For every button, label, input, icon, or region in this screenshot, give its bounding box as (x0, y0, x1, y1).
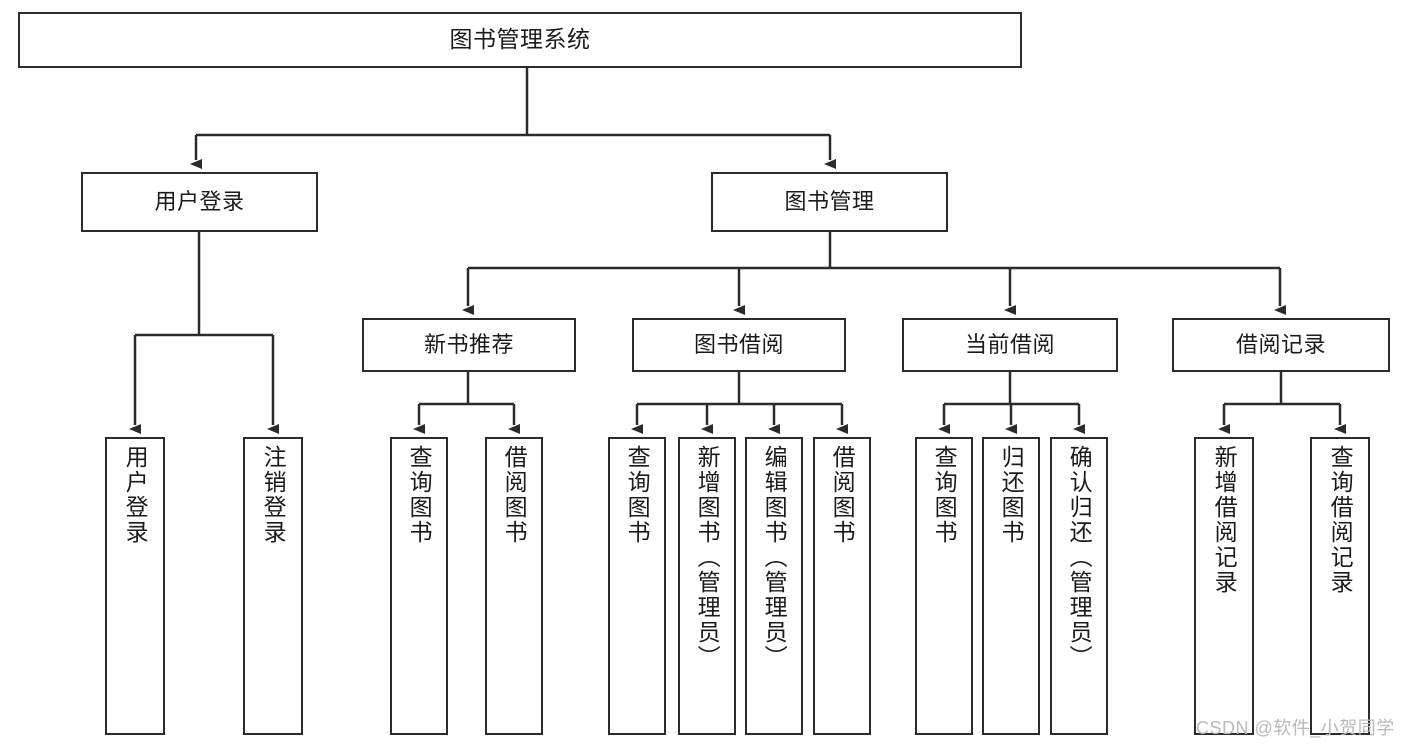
node-book-manage-label: 图书管理 (784, 189, 875, 215)
leaf-edit-book[interactable]: 编辑图书（管理员） (745, 437, 803, 735)
node-new-book-rec-label: 新书推荐 (423, 332, 514, 358)
node-new-book-rec[interactable]: 新书推荐 (362, 318, 576, 372)
leaf-return-book-label: 归还图书 (998, 445, 1025, 545)
leaf-edit-book-label: 编辑图书（管理员） (761, 445, 788, 670)
leaf-query-book-b-label: 查询图书 (624, 445, 651, 545)
node-borrow-record-label: 借阅记录 (1235, 332, 1326, 358)
leaf-add-record[interactable]: 新增借阅记录 (1194, 437, 1254, 735)
leaf-query-record[interactable]: 查询借阅记录 (1310, 437, 1370, 735)
leaf-query-book-c[interactable]: 查询图书 (915, 437, 973, 735)
node-current-borrow[interactable]: 当前借阅 (902, 318, 1118, 372)
leaf-add-record-label: 新增借阅记录 (1211, 445, 1238, 595)
leaf-add-book[interactable]: 新增图书（管理员） (678, 437, 736, 735)
node-current-borrow-label: 当前借阅 (964, 332, 1055, 358)
node-root-label: 图书管理系统 (449, 26, 591, 53)
node-user-login[interactable]: 用户登录 (81, 172, 318, 232)
leaf-query-book-c-label: 查询图书 (931, 445, 958, 545)
leaf-confirm-return-label: 确认归还（管理员） (1066, 445, 1093, 670)
leaf-query-book-rec-label: 查询图书 (406, 445, 433, 545)
leaf-query-record-label: 查询借阅记录 (1327, 445, 1354, 595)
node-book-borrow-label: 图书借阅 (693, 332, 784, 358)
leaf-user-login-label: 用户登录 (122, 445, 149, 545)
leaf-user-login[interactable]: 用户登录 (105, 437, 165, 735)
leaf-query-book-rec[interactable]: 查询图书 (390, 437, 448, 735)
leaf-confirm-return[interactable]: 确认归还（管理员） (1050, 437, 1108, 735)
leaf-add-book-label: 新增图书（管理员） (694, 445, 721, 670)
watermark: CSDN @软件_小贺同学 (1196, 718, 1395, 738)
leaf-return-book[interactable]: 归还图书 (982, 437, 1040, 735)
leaf-borrow-book-rec-label: 借阅图书 (501, 445, 528, 545)
node-book-manage[interactable]: 图书管理 (711, 172, 948, 232)
node-book-borrow[interactable]: 图书借阅 (632, 318, 846, 372)
leaf-query-book-b[interactable]: 查询图书 (608, 437, 666, 735)
node-borrow-record[interactable]: 借阅记录 (1172, 318, 1390, 372)
node-user-login-label: 用户登录 (154, 189, 245, 215)
leaf-borrow-book-rec[interactable]: 借阅图书 (485, 437, 543, 735)
leaf-borrow-book-b-label: 借阅图书 (829, 445, 856, 545)
leaf-logout[interactable]: 注销登录 (243, 437, 303, 735)
leaf-borrow-book-b[interactable]: 借阅图书 (813, 437, 871, 735)
node-root[interactable]: 图书管理系统 (18, 12, 1022, 68)
leaf-logout-label: 注销登录 (260, 445, 287, 545)
